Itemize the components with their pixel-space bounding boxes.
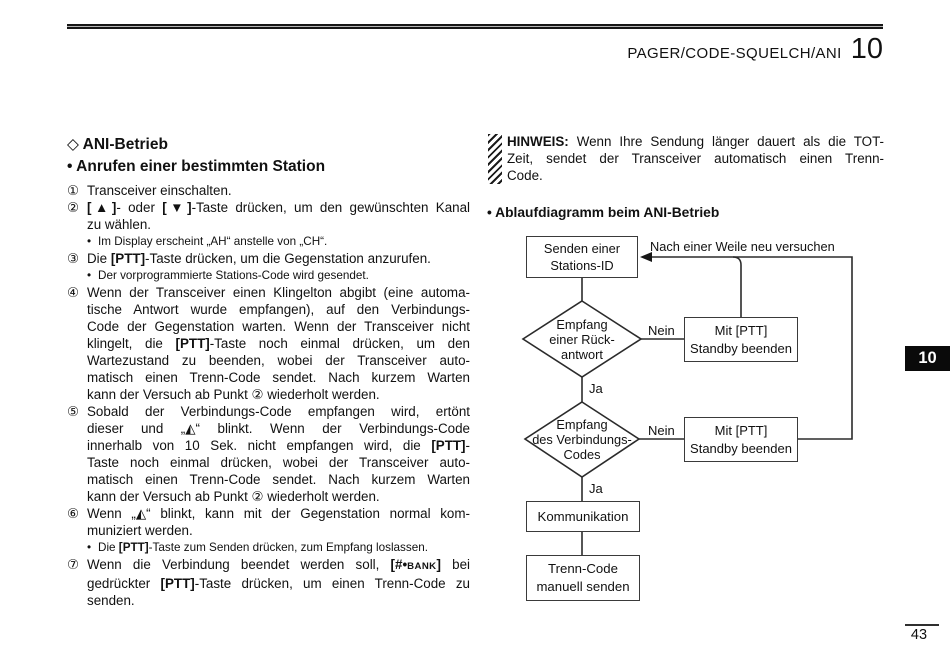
subsection-heading-anrufen: • Anrufen einer bestimmten Station — [67, 158, 326, 175]
text-line: Taste noch einmal drücken, wobei der Tra… — [87, 455, 470, 470]
text-line: muniziert werden. — [87, 523, 193, 538]
text-line: matisch einen Trenn-Code sendet. Nach ku… — [87, 472, 470, 487]
text-line: •Der vorprogrammierte Stations-Code wird… — [87, 269, 369, 282]
flow-label-retry: Nach einer Weile neu versuchen — [650, 239, 835, 254]
flow-box-kommunikation: Kommunikation — [526, 501, 640, 532]
text-line: dieser und „◭“ blinkt. Wenn der Verbindu… — [87, 421, 470, 436]
header-double-rule — [67, 24, 883, 29]
text-line: tische Antwort wurde empfangen), auf den… — [87, 302, 470, 317]
chapter-title: PAGER/CODE-SQUELCH/ANI — [627, 45, 842, 62]
section-heading-ani-betrieb: ◇ ANI-Betrieb — [67, 136, 168, 153]
right-column: HINWEIS: Wenn Ihre Sendung länger dauert… — [487, 133, 884, 220]
text-line: ②[▲]- oder [▼]-Taste drücken, um den gew… — [67, 200, 471, 215]
text-line: Zeit, sendet der Transceiver automatisch… — [507, 151, 884, 166]
flow-box-standby-2: Mit [PTT]Standby beenden — [684, 417, 798, 462]
page-header: PAGER/CODE-SQUELCH/ANI 10 — [67, 33, 883, 66]
text-line: matisch einen Trenn-Code sendet. Nach ku… — [87, 370, 470, 385]
chapter-tab: 10 — [905, 346, 950, 371]
text-line: Wartezustand zu beenden, wobei der Trans… — [87, 353, 470, 368]
flow-label-ja-2: Ja — [589, 481, 603, 496]
hatch-border-icon — [488, 134, 502, 184]
text-line: kann der Versuch ab Punkt ② wiederholt w… — [87, 387, 380, 402]
text-line: •Im Display erscheint „AH“ anstelle von … — [87, 235, 328, 248]
text-line: senden. — [87, 593, 135, 608]
text-line: gedrückter [PTT]-Taste drücken, um einen… — [87, 576, 470, 591]
text-line: Code. — [507, 168, 543, 183]
flow-label-nein-2: Nein — [648, 423, 675, 438]
page-number: 43 — [910, 627, 928, 643]
flow-box-standby-1: Mit [PTT]Standby beenden — [684, 317, 798, 362]
text-line: HINWEIS: Wenn Ihre Sendung länger dauert… — [507, 134, 884, 149]
chapter-tab-label: 10 — [918, 349, 937, 367]
text-line: •Die [PTT]-Taste zum Senden drücken, zum… — [87, 541, 428, 554]
footer-rule — [905, 624, 939, 626]
hinweis-text: HINWEIS: Wenn Ihre Sendung länger dauert… — [487, 133, 884, 184]
text-line: kann der Versuch ab Punkt ② wiederholt w… — [87, 489, 380, 504]
hinweis-note: HINWEIS: Wenn Ihre Sendung länger dauert… — [487, 133, 884, 184]
chapter-number: 10 — [850, 33, 883, 65]
flow-label-ja-1: Ja — [589, 381, 603, 396]
flowchart-heading: • Ablaufdiagramm beim ANI-Betrieb — [487, 205, 720, 220]
flow-label-nein-1: Nein — [648, 323, 675, 338]
text-line: innerhalb von 10 Sek. nicht empfangen wi… — [87, 438, 470, 453]
text-line: Code der Gegenstation warten. Wenn der T… — [87, 319, 470, 334]
text-line: klingelt, die [PTT]-Taste noch einmal dr… — [87, 336, 471, 351]
text-line: zu wählen. — [87, 217, 152, 232]
